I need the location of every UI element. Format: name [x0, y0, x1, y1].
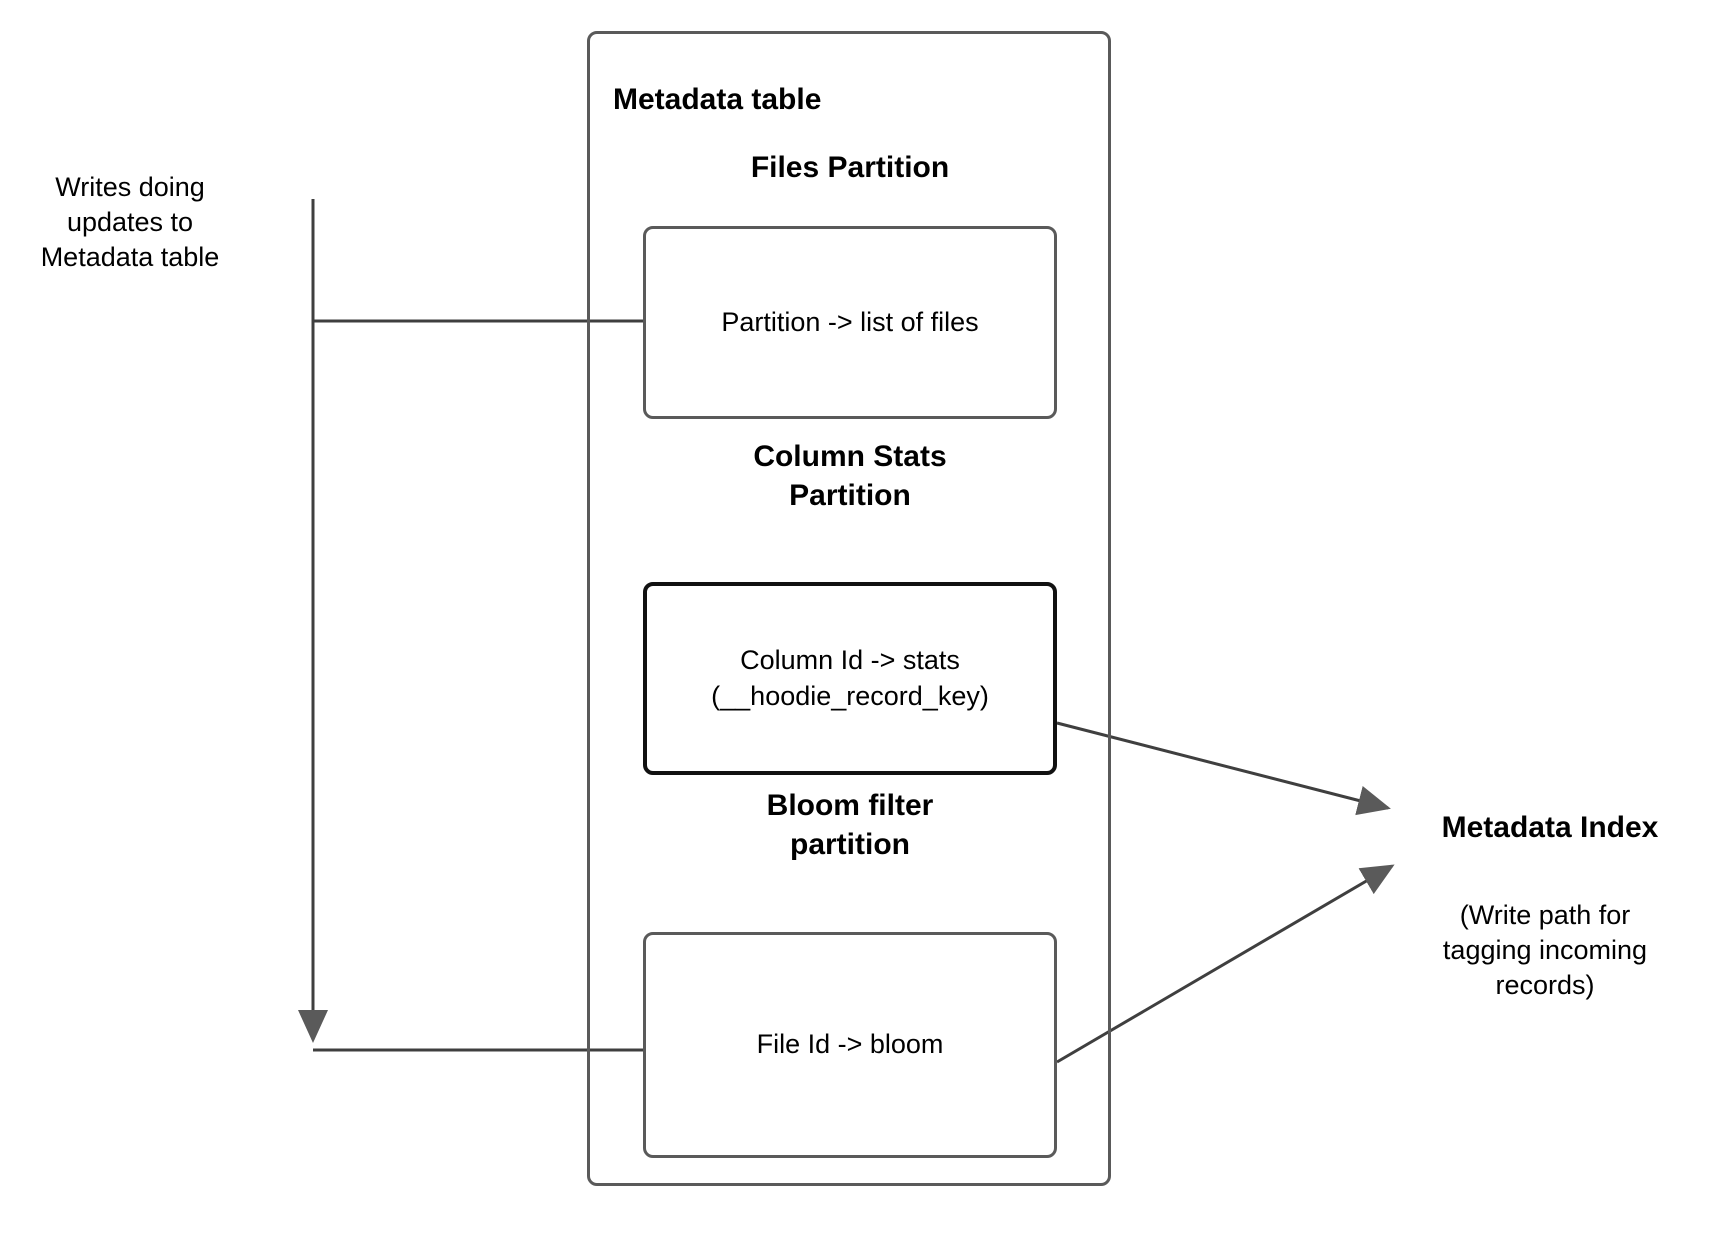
column-stats-partition-box-text: Column Id -> stats (__hoodie_record_key): [711, 644, 989, 711]
bloom-filter-partition-box-text: File Id -> bloom: [756, 1029, 944, 1060]
files-partition-box: Partition -> list of files: [643, 226, 1057, 419]
files-partition-box-text: Partition -> list of files: [721, 306, 979, 337]
bloom-filter-partition-heading: Bloom filter partition: [766, 789, 934, 861]
metadata-index-title: Metadata Index: [1441, 811, 1659, 844]
bloom-filter-partition-box: File Id -> bloom: [643, 932, 1057, 1158]
metadata-table-container: [587, 31, 1111, 1186]
column-stats-partition-heading: Column Stats Partition: [753, 440, 947, 512]
metadata-table-title: Metadata table: [613, 83, 822, 116]
column-stats-partition-box: Column Id -> stats (__hoodie_record_key): [643, 582, 1057, 775]
writes-updates-label: Writes doing updates to Metadata table: [40, 172, 220, 273]
metadata-index-caption: (Write path for tagging incoming records…: [1442, 900, 1648, 1001]
files-partition-heading: Files Partition: [750, 151, 950, 184]
